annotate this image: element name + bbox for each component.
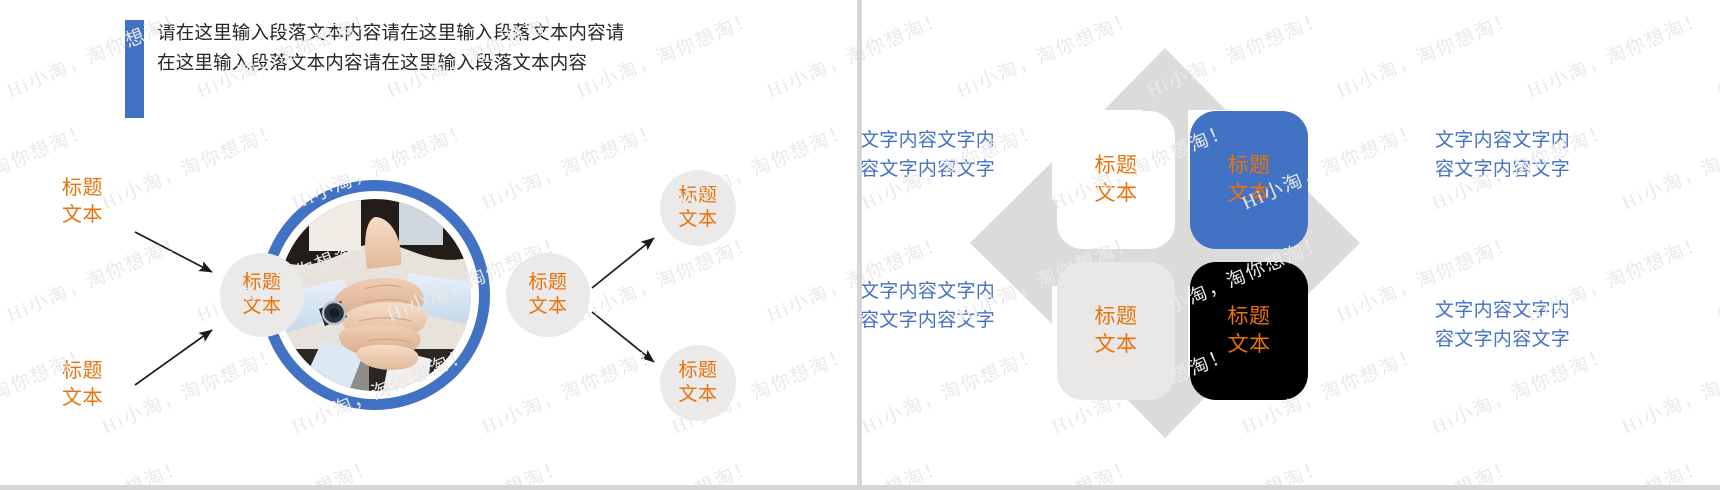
- node-tr-line1: 标题: [678, 185, 718, 206]
- accent-bar: [125, 20, 144, 118]
- side-bl-line2: 容文字内容文字: [860, 310, 996, 331]
- node-tl-line2: 文本: [62, 204, 103, 226]
- connector-arrows: [134, 231, 655, 386]
- tile-tr-line2: 文本: [1227, 182, 1271, 205]
- node-tl-line1: 标题: [62, 177, 103, 199]
- hub-left[interactable]: 标题 文本: [220, 253, 304, 337]
- node-bl-line1: 标题: [62, 360, 103, 382]
- panel-divider-horizontal: [0, 485, 1720, 490]
- side-text-top-right: 文字内容文字内 容文字内容文字: [1435, 126, 1585, 184]
- node-label-top-left[interactable]: 标题 文本: [62, 175, 103, 229]
- header-paragraph: 请在这里输入段落文本内容请在这里输入段落文本内容请在这里输入段落文本内容请在这里…: [157, 22, 625, 73]
- tile-bottom-left[interactable]: 标题 文本: [1057, 262, 1175, 400]
- node-br-line2: 文本: [678, 384, 718, 405]
- tile-br-line1: 标题: [1227, 305, 1271, 328]
- side-br-line2: 容文字内容文字: [1435, 329, 1571, 350]
- tile-bottom-right[interactable]: 标题 文本: [1190, 262, 1308, 400]
- node-tr-line2: 文本: [678, 209, 718, 230]
- node-br-line1: 标题: [678, 360, 718, 381]
- tile-bl-line2: 文本: [1094, 333, 1138, 356]
- side-tl-line2: 容文字内容文字: [860, 159, 996, 180]
- node-label-top-right[interactable]: 标题 文本: [660, 170, 736, 246]
- panel-divider-vertical: [857, 0, 862, 485]
- tile-tl-line1: 标题: [1094, 154, 1138, 177]
- side-br-line1: 文字内容文字内: [1435, 300, 1571, 321]
- team-hands-photo: [279, 199, 471, 391]
- side-text-bottom-right: 文字内容文字内 容文字内容文字: [1435, 296, 1585, 354]
- hub-right-line1: 标题: [528, 272, 568, 293]
- side-tr-line1: 文字内容文字内: [1435, 130, 1571, 151]
- tile-top-right[interactable]: 标题 文本: [1190, 111, 1308, 249]
- side-text-bottom-left: 文字内容文字内 容文字内容文字: [860, 277, 1010, 335]
- hub-right[interactable]: 标题 文本: [506, 253, 590, 337]
- hub-right-line2: 文本: [528, 296, 568, 317]
- tile-br-line2: 文本: [1227, 333, 1271, 356]
- node-label-bottom-right[interactable]: 标题 文本: [660, 345, 736, 421]
- side-tr-line2: 容文字内容文字: [1435, 159, 1571, 180]
- hub-left-line1: 标题: [242, 272, 282, 293]
- tile-tl-line2: 文本: [1094, 182, 1138, 205]
- side-bl-line1: 文字内容文字内: [860, 281, 996, 302]
- tile-top-left[interactable]: 标题 文本: [1057, 111, 1175, 249]
- node-label-bottom-left[interactable]: 标题 文本: [62, 358, 103, 412]
- tile-tr-line1: 标题: [1227, 154, 1271, 177]
- node-bl-line2: 文本: [62, 387, 103, 409]
- tile-bl-line1: 标题: [1094, 305, 1138, 328]
- hub-left-line2: 文本: [242, 296, 282, 317]
- side-tl-line1: 文字内容文字内: [860, 130, 996, 151]
- left-slide-panel: 请在这里输入段落文本内容请在这里输入段落文本内容请在这里输入段落文本内容请在这里…: [0, 0, 858, 485]
- side-text-top-left: 文字内容文字内 容文字内容文字: [860, 126, 1010, 184]
